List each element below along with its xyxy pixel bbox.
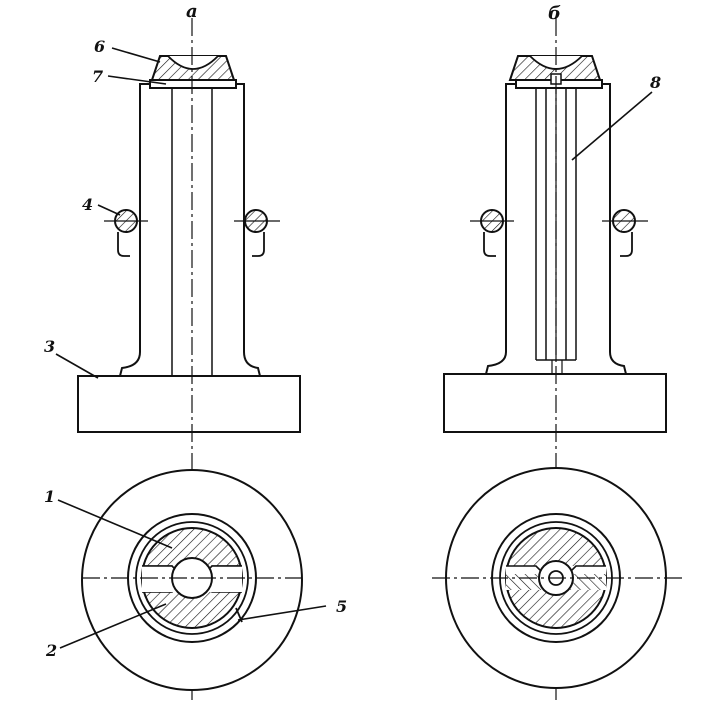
- callout-7: 7: [92, 67, 103, 86]
- panel-a: [77, 18, 303, 700]
- column-body-a: [118, 83, 262, 377]
- callout-8: 8: [649, 73, 661, 92]
- callout-4: 4: [82, 195, 93, 214]
- callout-1: 1: [44, 487, 55, 506]
- callout-5: 5: [336, 597, 347, 616]
- panel-b: [432, 18, 684, 700]
- base-plate-b: [443, 373, 667, 433]
- leader-lines: [55, 47, 653, 649]
- callout-3: 3: [44, 337, 55, 356]
- callout-2: 2: [45, 641, 57, 660]
- callout-6: 6: [94, 37, 105, 56]
- panel-caption-b: б: [548, 3, 561, 24]
- panel-caption-a: а: [186, 1, 198, 22]
- base-plate-a: [77, 375, 301, 433]
